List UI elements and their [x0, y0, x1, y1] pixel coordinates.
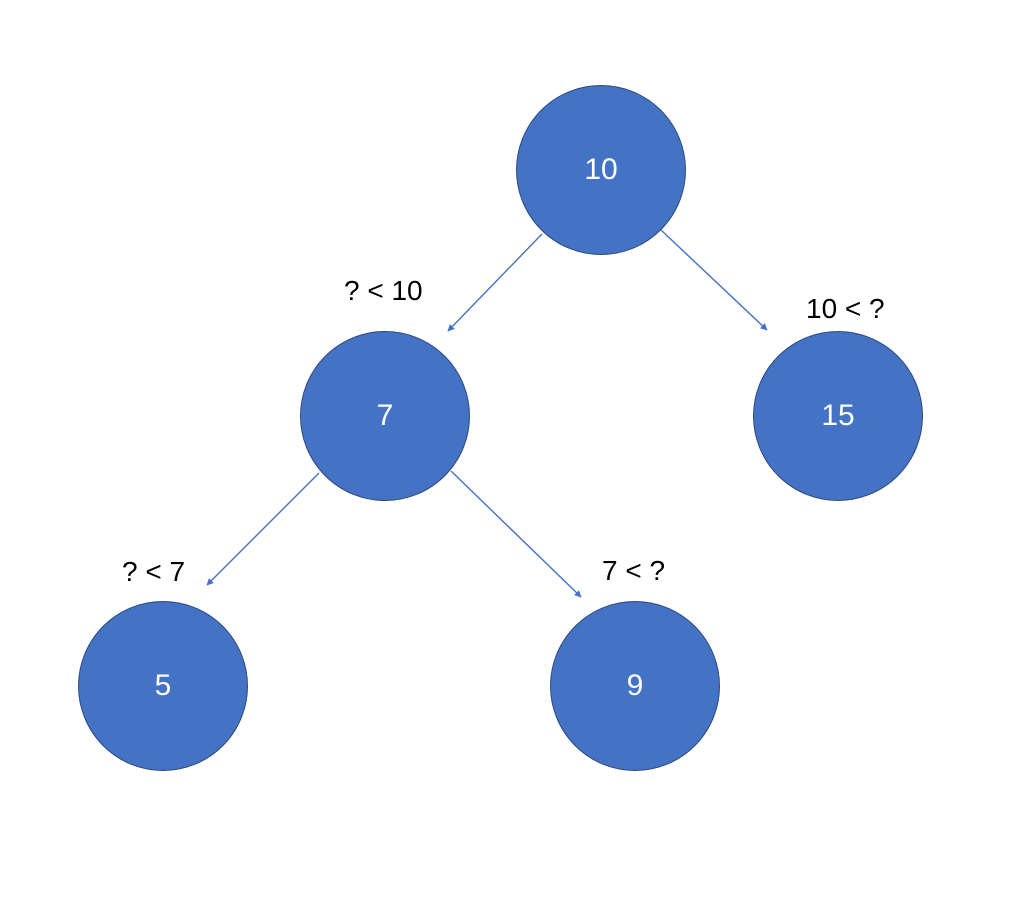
edges-group: [206, 229, 768, 598]
label-left-of-10: ? < 10: [344, 275, 423, 306]
label-right-of-7: 7 < ?: [602, 555, 666, 586]
tree-node-label: 5: [154, 669, 172, 702]
tree-node-label: 10: [584, 153, 618, 186]
tree-node-label: 15: [821, 399, 855, 432]
edge-left-to-left-right: [450, 470, 582, 598]
label-left-of-7: ? < 7: [122, 556, 186, 587]
edge-left-to-left-left: [206, 472, 320, 586]
edge-root-to-right: [660, 229, 768, 331]
tree-node-label: 9: [626, 669, 644, 702]
tree-node-left-left[interactable]: 5: [78, 601, 248, 771]
edge-root-to-left: [447, 233, 543, 332]
tree-node-label: 7: [376, 399, 394, 432]
tree-node-right[interactable]: 15: [753, 331, 923, 501]
tree-node-root[interactable]: 10: [516, 85, 686, 255]
label-right-of-10: 10 < ?: [806, 293, 885, 324]
tree-node-left-right[interactable]: 9: [550, 601, 720, 771]
tree-node-left[interactable]: 7: [300, 331, 470, 501]
